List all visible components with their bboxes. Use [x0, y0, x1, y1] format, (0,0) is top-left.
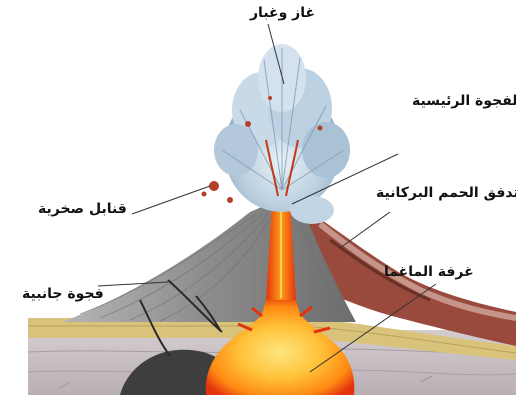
label-magma-chamber: غرفة الماغما	[384, 265, 474, 279]
label-gas-and-dust: غاز وغبار	[250, 6, 315, 20]
leader-line-lava	[340, 212, 390, 248]
label-side-vent: فجوة جانبية	[22, 287, 104, 301]
label-lava-flow: تدفق الحمم البركانية	[376, 186, 516, 200]
leader-line-bombs	[132, 186, 210, 214]
label-main-crater: الفجوة الرئيسية	[412, 94, 516, 108]
label-volcanic-bombs: قنابل صخرية	[38, 202, 127, 216]
ash-plume	[214, 44, 350, 224]
